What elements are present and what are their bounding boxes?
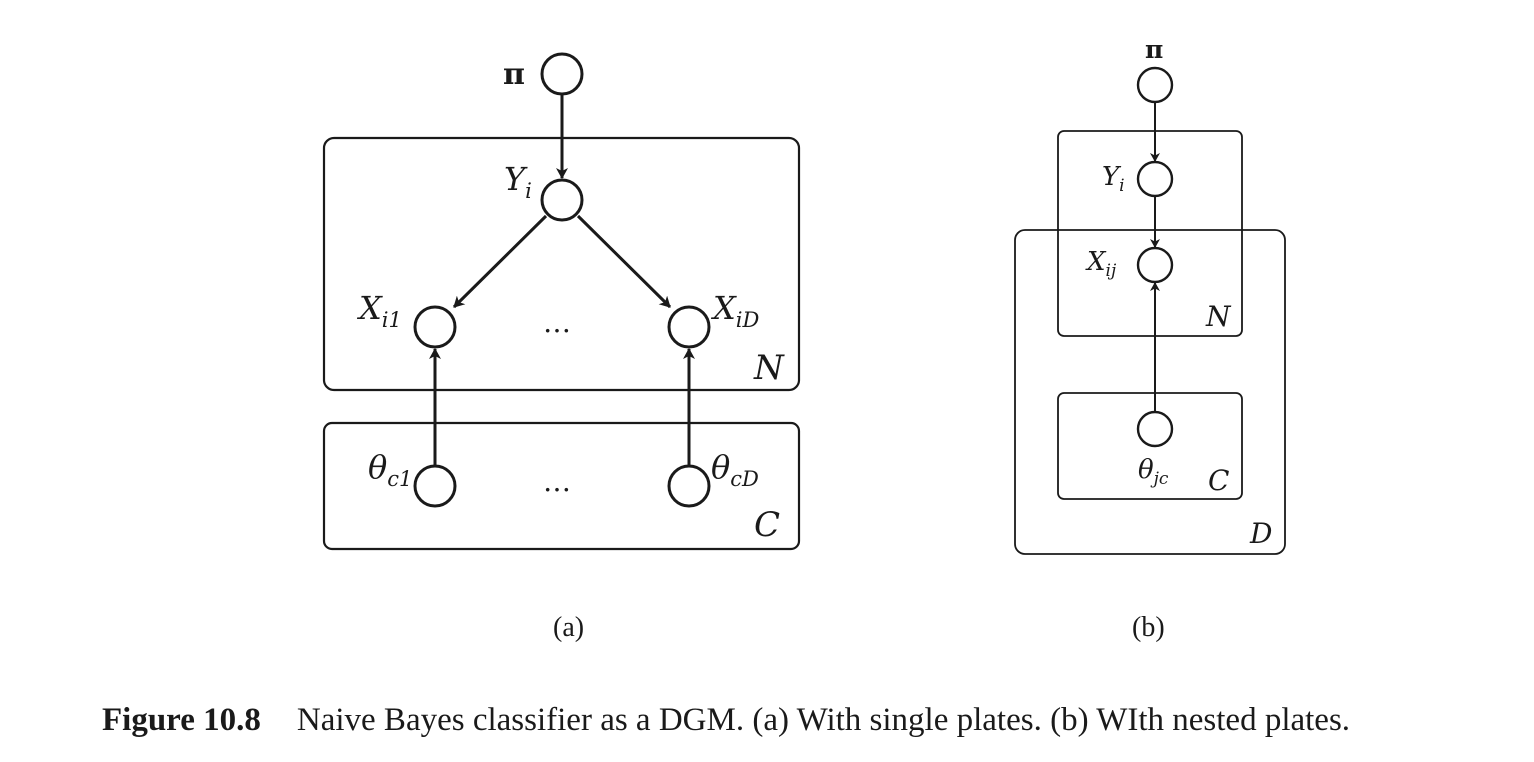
node-y-b: [1136, 160, 1174, 198]
label-n-a: N: [753, 348, 785, 388]
panel-b-label: (b): [1132, 612, 1165, 643]
node-y-a: [540, 178, 584, 222]
node-x1-a: [413, 305, 457, 349]
label-y-b: Yi: [1102, 162, 1125, 196]
panel-a-label: (a): [553, 612, 584, 643]
edge-y-to-x1-a: [452, 214, 548, 309]
node-pi-a: [540, 52, 584, 96]
figure-caption: Figure 10.8 Naive Bayes classifier as a D…: [102, 702, 1350, 739]
dots-x-a: …: [543, 306, 571, 339]
label-y-a: Yi: [504, 160, 532, 203]
node-theta-b: [1136, 410, 1174, 448]
node-pi-b: [1136, 66, 1174, 104]
plate-c-b: [1057, 392, 1243, 500]
label-n-b: N: [1205, 300, 1232, 333]
label-pi-b: π: [1145, 35, 1163, 64]
label-theta-b: θjc: [1138, 455, 1169, 489]
plate-d-b: [1014, 229, 1286, 555]
figure-number: Figure 10.8: [102, 702, 261, 738]
caption-text: Naive Bayes classifier as a DGM. (a) Wit…: [296, 702, 1351, 738]
label-x-b: Xij: [1085, 247, 1117, 281]
label-x1-a: Xi1: [356, 289, 402, 332]
plate-c-a: [322, 421, 801, 551]
label-theta1-a: θc1: [368, 448, 412, 491]
label-d-b: D: [1249, 517, 1272, 550]
label-thetad-a: θcD: [711, 448, 759, 491]
label-c-a: C: [754, 505, 780, 545]
dots-theta-a: …: [543, 465, 571, 498]
diagram-canvas: π Yi Xi1 XiD … N θc1 θcD … C (a): [322, 35, 1286, 643]
label-pi-a: π: [503, 57, 525, 92]
node-x-b: [1136, 246, 1174, 284]
node-theta1-a: [413, 464, 457, 508]
label-xd-a: XiD: [710, 289, 759, 332]
plate-n-b: [1057, 130, 1243, 337]
node-thetad-a: [667, 464, 711, 508]
edge-y-to-xd-a: [576, 214, 672, 309]
label-c-b: C: [1208, 464, 1229, 497]
node-xd-a: [667, 305, 711, 349]
panel-a: π Yi Xi1 XiD … N θc1 θcD … C (a): [322, 52, 801, 643]
panel-b: π Yi Xij N θjc C D (b): [1014, 35, 1286, 643]
